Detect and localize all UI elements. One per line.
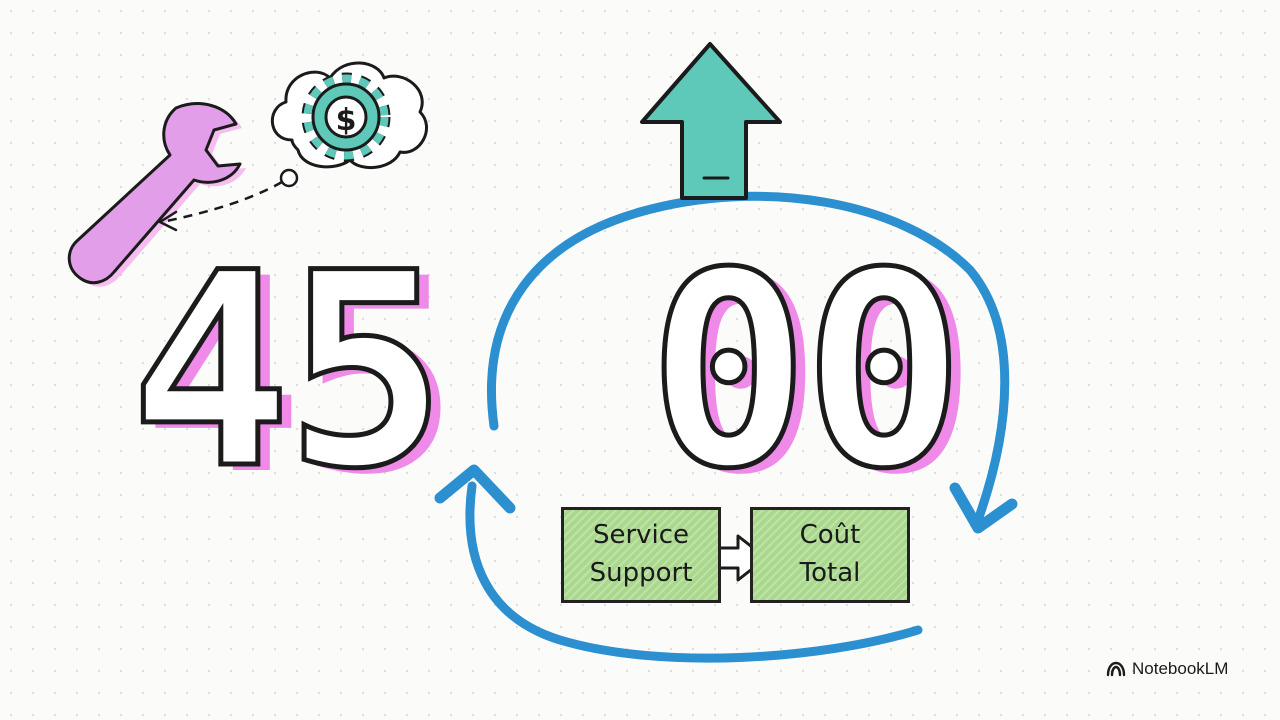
total-cost-box: Coût Total	[750, 507, 910, 603]
dashed-arrow-icon	[157, 180, 283, 232]
gear-dollar-icon: $	[301, 72, 391, 162]
brand-watermark: NotebookLM	[1106, 659, 1228, 679]
cost-label-line2: Total	[799, 558, 861, 588]
notebooklm-logo-icon	[1106, 661, 1126, 677]
dollar-sign: $	[336, 103, 357, 138]
wrench-icon	[67, 102, 246, 287]
big-number-right: 00	[646, 216, 968, 528]
service-support-box: Service Support	[561, 507, 721, 603]
up-arrow-icon	[640, 42, 782, 200]
big-number-left: 45	[128, 216, 450, 528]
service-label-line1: Service	[592, 520, 690, 551]
cycle-arrow-icon	[434, 191, 1018, 663]
service-label-line2: Support	[589, 558, 693, 588]
cost-label-line1: Coût	[799, 520, 861, 551]
brand-name: NotebookLM	[1132, 659, 1229, 678]
thought-bubble-icon: $	[270, 61, 428, 188]
